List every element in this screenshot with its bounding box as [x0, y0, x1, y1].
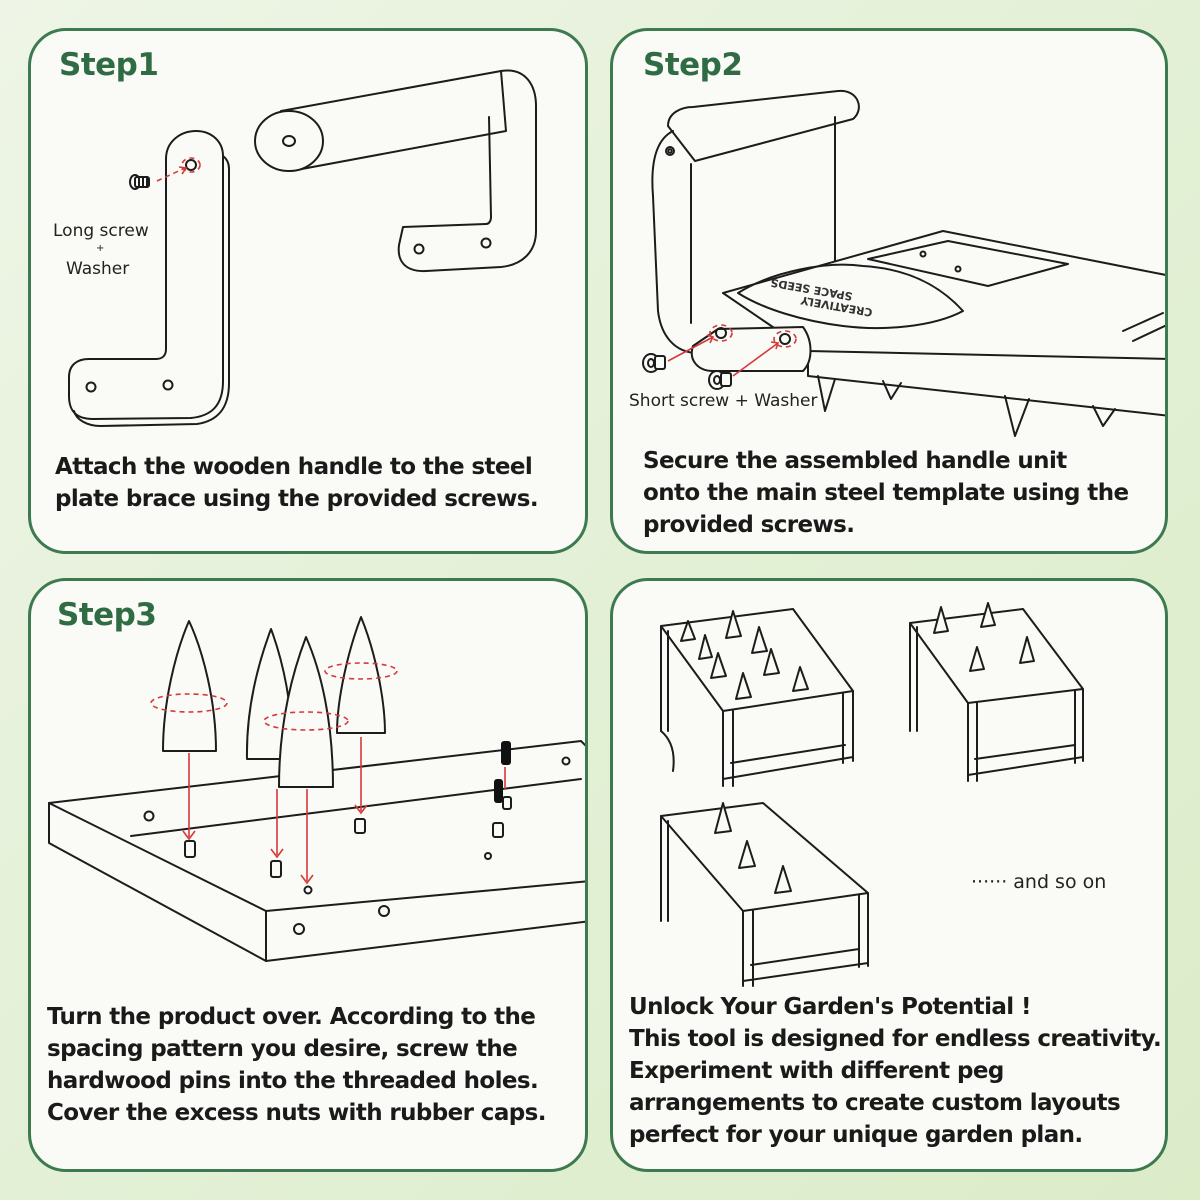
step1-panel: Step1 Long screw: [28, 28, 588, 554]
threaded-inserts: [184, 796, 512, 878]
step3-title: Step3: [57, 597, 157, 633]
results-panel: ······ and so on Unlock Your Garden's Po…: [610, 578, 1168, 1172]
step3-illustration: [48, 616, 585, 962]
step3-description: Turn the product over. According to the …: [47, 1004, 546, 1126]
plus-sign: +: [96, 243, 105, 254]
long-screw-icon: [129, 174, 150, 190]
and-so-on-label: ······ and so on: [971, 871, 1107, 893]
placement-arrows: [182, 737, 506, 885]
steel-plate-brace: [68, 130, 230, 427]
wooden-handle: [254, 69, 537, 273]
step1-description: Attach the wooden handle to the steel pl…: [55, 454, 539, 512]
long-screw-label: Long screw: [53, 221, 149, 241]
tray-arrangement-3: [660, 802, 869, 987]
step2-description: Secure the assembled handle unit onto th…: [643, 448, 1129, 538]
steel-template: SPACE SEEDS CREATIVELY: [690, 230, 1165, 437]
results-description: Unlock Your Garden's Potential ! This to…: [629, 994, 1162, 1148]
results-illustration: [660, 602, 1084, 987]
washer-icon: [708, 370, 732, 390]
short-screw-icon: [642, 353, 666, 373]
step1-illustration: [68, 69, 537, 427]
hardwood-pins: [150, 616, 398, 788]
rubber-caps: [494, 741, 511, 803]
tray-arrangement-2: [909, 602, 1084, 782]
step2-illustration: SPACE SEEDS CREATIVELY: [642, 89, 1165, 437]
short-screw-washer-label: Short screw + Washer: [629, 391, 818, 411]
washer-label: Washer: [66, 259, 130, 279]
step2-panel: Step2 SPACE SEEDS CREATIVELY: [610, 28, 1168, 554]
step2-title: Step2: [643, 47, 743, 83]
step3-panel: Step3: [28, 578, 588, 1172]
assembled-handle-unit: [651, 89, 860, 354]
tray-arrangement-1: [660, 608, 854, 787]
step1-title: Step1: [59, 47, 159, 83]
